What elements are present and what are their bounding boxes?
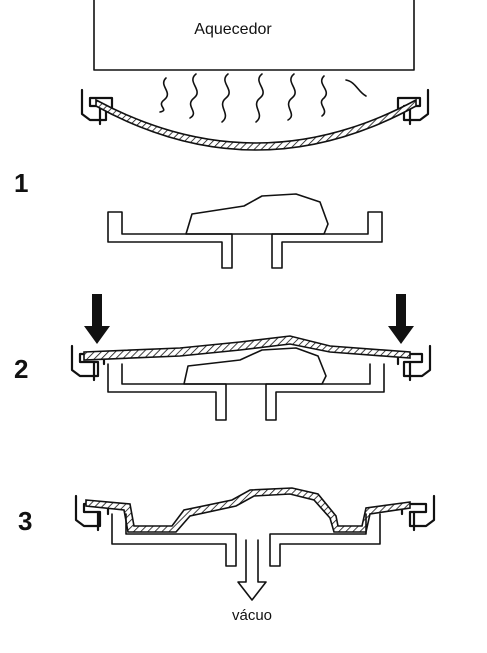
press-down-arrow-right: [388, 294, 414, 344]
mold-right-half: [271, 211, 383, 269]
heat-wave: [345, 79, 367, 97]
heat-wave: [255, 73, 264, 123]
left-clamp: [70, 344, 106, 378]
heated-sheet: [95, 98, 417, 151]
mold-form: [183, 347, 327, 385]
step-number-3: 3: [18, 506, 32, 536]
vacuum-arrow: [237, 539, 267, 601]
right-clamp: [400, 494, 436, 528]
heater-box: [93, 0, 415, 71]
heat-wave: [221, 73, 230, 123]
mold-right-half: [269, 513, 381, 567]
right-clamp: [396, 344, 432, 378]
press-down-arrow-left: [84, 294, 110, 344]
draped-sheet: [83, 335, 411, 361]
step-1-mold: [107, 193, 383, 269]
heater-label: Aquecedor: [194, 21, 272, 38]
heat-wave: [159, 77, 169, 113]
mold-left-half: [107, 211, 233, 269]
heat-waves: [159, 73, 367, 123]
heat-wave: [189, 73, 198, 119]
heater: Aquecedor: [93, 0, 415, 71]
step-number-1: 1: [14, 168, 28, 198]
mold-form: [185, 193, 329, 235]
mold-left-half: [111, 513, 237, 567]
formed-sheet: [85, 487, 411, 533]
mold-left-half: [107, 363, 227, 421]
vacuum-label: vácuo: [232, 607, 272, 624]
heated-sheet-assembly: [80, 88, 430, 151]
step-2-assembly: [70, 294, 432, 421]
mold-right-half: [265, 363, 385, 421]
heat-wave: [287, 73, 296, 121]
step-number-2: 2: [14, 354, 28, 384]
heat-wave: [320, 75, 328, 117]
step-3-assembly: vácuo: [74, 487, 436, 624]
